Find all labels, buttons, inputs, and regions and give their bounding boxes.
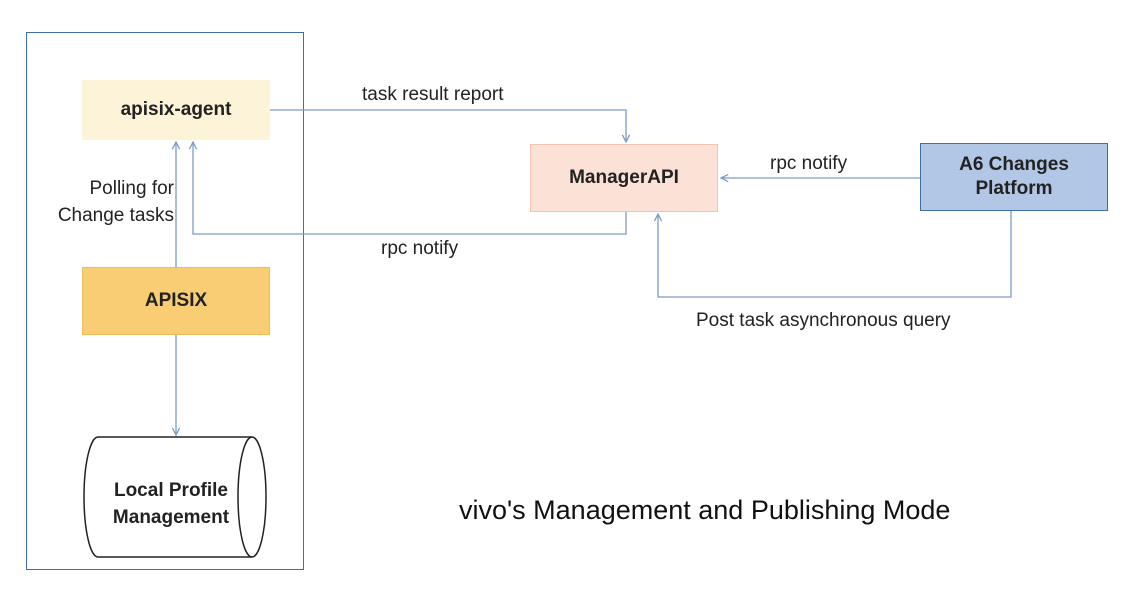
manager-api-node: ManagerAPI	[530, 144, 718, 212]
apisix-node: APISIX	[82, 267, 270, 335]
polling-label: Polling for Change tasks	[40, 176, 174, 229]
rpc-notify-a6-label: rpc notify	[770, 153, 848, 174]
diagram-title: vivo's Management and Publishing Mode	[459, 495, 951, 525]
edge-rpc-notify-agent	[193, 142, 627, 235]
polling-label-line2: Change tasks	[57, 204, 174, 226]
edge-post-task-query	[658, 211, 1012, 298]
a6-changes-platform-node: A6 Changes Platform	[920, 143, 1108, 211]
rpc-notify-agent-label: rpc notify	[381, 238, 459, 259]
manager-api-label: ManagerAPI	[569, 167, 679, 189]
agent-host-frame	[26, 32, 304, 570]
local-profile-cylinder	[83, 436, 267, 558]
post-task-query-label: Post task asynchronous query	[696, 310, 951, 331]
a6-label-line1: A6 Changes	[959, 154, 1069, 176]
apisix-agent-node: apisix-agent	[82, 80, 270, 140]
profile-label-line1: Local Profile	[113, 480, 228, 502]
a6-label-line2: Platform	[975, 178, 1053, 199]
edge-task-result-report	[270, 109, 626, 142]
apisix-agent-label: apisix-agent	[120, 99, 232, 121]
local-profile-label: Local Profile Management	[82, 455, 260, 555]
polling-label-line1: Polling for	[89, 178, 175, 199]
profile-label-line2: Management	[112, 507, 230, 528]
task-result-report-label: task result report	[362, 84, 504, 105]
apisix-label: APISIX	[144, 290, 208, 312]
